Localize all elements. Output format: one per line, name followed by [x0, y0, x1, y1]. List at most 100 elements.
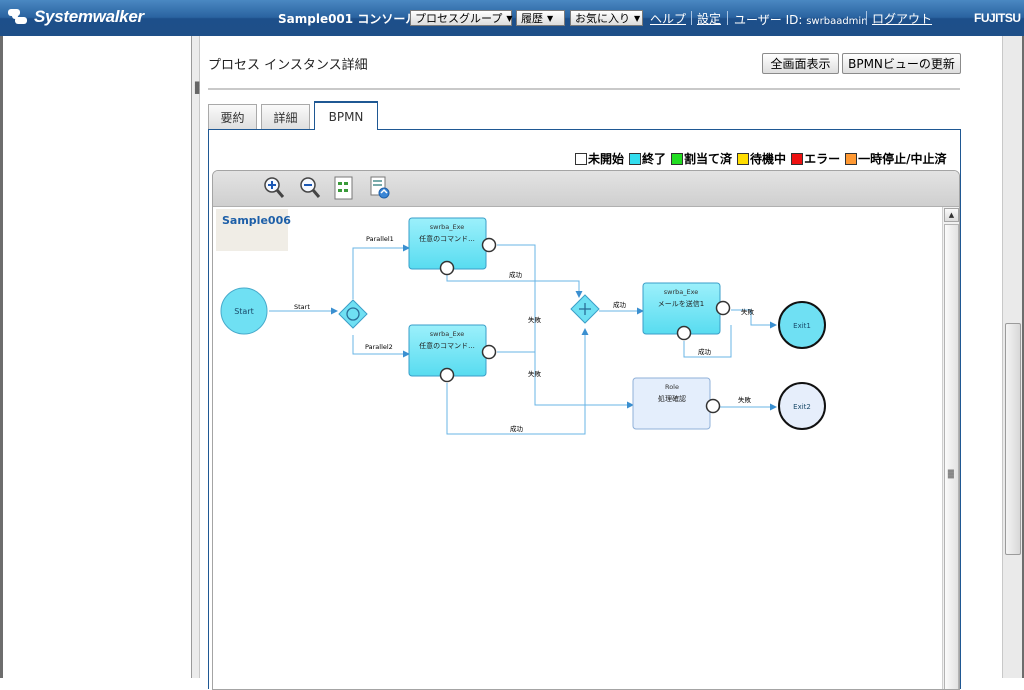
edge-label-parallel1: Parallel1	[366, 235, 394, 243]
settings-link[interactable]: 設定	[697, 12, 722, 26]
task-role: swrba_Exe	[430, 223, 465, 231]
legend-label: 割当て済	[684, 152, 733, 166]
boundary-event-icon	[439, 367, 455, 383]
user-label: ユーザー ID: swrbaadmin	[734, 11, 868, 28]
task-role: swrba_Exe	[430, 330, 465, 338]
top-header-bar: Systemwalker Sample001 コンソール プロセスグループ ▼ …	[0, 0, 1024, 36]
task-node[interactable]: swrba_Exe 任意のコマンド...	[408, 324, 497, 383]
join-gateway[interactable]	[570, 294, 600, 324]
help-link[interactable]: ヘルプ	[650, 12, 687, 26]
chevron-down-icon: ▼	[547, 13, 554, 23]
legend-swatch	[791, 152, 804, 165]
boundary-event-icon	[676, 325, 692, 341]
refresh-bpmn-button[interactable]: BPMNビューの更新	[842, 53, 961, 74]
legend-swatch	[737, 152, 750, 165]
diagram-scrollbar[interactable]: ▲ ▬▬▬	[942, 207, 959, 689]
tab-summary[interactable]: 要約	[208, 104, 257, 130]
flow-task1-success	[446, 272, 583, 298]
user-label-prefix: ユーザー ID:	[734, 13, 807, 27]
favorites-menu[interactable]: お気に入り ▼	[570, 10, 643, 26]
systemwalker-logo: Systemwalker	[8, 6, 144, 28]
process-group-menu[interactable]: プロセスグループ ▼	[410, 10, 513, 26]
edge-label-failure: 失敗	[528, 369, 542, 378]
edge-label-success: 成功	[510, 424, 524, 433]
legend-swatch	[845, 152, 858, 165]
zoom-in-icon[interactable]	[263, 176, 285, 200]
legend-label: 終了	[642, 152, 667, 166]
status-legend: 未開始 終了 割当て済 待機中 エラー 一時停止/中止済	[575, 150, 946, 167]
start-event-label: Start	[234, 307, 254, 316]
flow-task2-success	[446, 328, 589, 435]
task-name: 任意のコマンド...	[419, 341, 475, 350]
main-content: プロセス インスタンス詳細 全画面表示 BPMNビューの更新 要約 詳細 BPM…	[200, 36, 1002, 690]
end-event-exit1[interactable]: Exit1	[778, 301, 826, 349]
task-name: メールを送信1	[658, 299, 704, 308]
fujitsu-logo: FUJITSU	[974, 11, 1021, 25]
tab-bpmn[interactable]: BPMN	[314, 101, 378, 130]
flow-parallel1	[352, 244, 410, 299]
legend-label: 待機中	[750, 152, 787, 166]
legend-item: 一時停止/中止済	[845, 150, 946, 167]
scroll-up-icon[interactable]: ▲	[944, 208, 959, 222]
flow-task1-failure	[497, 244, 634, 409]
process-name: Sample006	[216, 209, 291, 251]
divider	[208, 88, 960, 90]
legend-label: 一時停止/中止済	[858, 152, 947, 166]
legend-item: 終了	[629, 150, 666, 167]
legend-label: 未開始	[588, 152, 625, 166]
flow-task3-success	[683, 325, 732, 358]
fullscreen-button[interactable]: 全画面表示	[762, 53, 839, 74]
end-event-label: Exit2	[793, 403, 811, 411]
tab-details[interactable]: 詳細	[261, 104, 310, 130]
boundary-event-icon	[481, 344, 497, 360]
navigation-pane	[0, 36, 192, 678]
bpmn-tab-panel: 未開始 終了 割当て済 待機中 エラー 一時停止/中止済 Sample006	[208, 129, 961, 690]
scrollbar-thumb[interactable]	[1005, 323, 1021, 555]
page-scrollbar[interactable]	[1002, 36, 1024, 678]
logout-link[interactable]: ログアウト	[872, 12, 933, 26]
legend-item: エラー	[791, 150, 840, 167]
export-icon[interactable]	[369, 176, 391, 200]
task-node[interactable]: swrba_Exe メールを送信1	[642, 282, 731, 341]
end-event-label: Exit1	[793, 322, 811, 330]
history-menu[interactable]: 履歴 ▼	[516, 10, 565, 26]
legend-item: 待機中	[737, 150, 786, 167]
page-title: プロセス インスタンス詳細	[208, 58, 368, 73]
chevron-down-icon: ▼	[506, 13, 513, 23]
edge-label-failure: 失敗	[738, 395, 752, 404]
chevron-down-icon: ▼	[634, 13, 641, 23]
legend-swatch	[671, 152, 684, 165]
legend-item: 未開始	[575, 150, 624, 167]
boundary-event-icon	[439, 260, 455, 276]
process-group-menu-label: プロセスグループ	[415, 12, 503, 25]
task-name: 処理確認	[658, 394, 686, 403]
start-event[interactable]: Start	[220, 287, 268, 335]
edge-label-failure: 失敗	[528, 315, 542, 324]
edge-label-parallel2: Parallel2	[365, 343, 393, 351]
flow-task3-failure	[731, 309, 777, 329]
boundary-event-icon	[481, 237, 497, 253]
separator	[691, 11, 692, 25]
bpmn-toolbar	[213, 171, 959, 207]
legend-swatch	[629, 152, 642, 165]
scroll-grip-icon: ▬▬▬	[947, 466, 955, 481]
task-role: swrba_Exe	[664, 288, 699, 296]
legend-label: エラー	[804, 152, 841, 166]
bpmn-view: Sample006	[212, 170, 960, 690]
favorites-menu-label: お気に入り	[575, 12, 630, 25]
separator	[727, 11, 728, 25]
task-node[interactable]: swrba_Exe 任意のコマンド...	[408, 217, 497, 276]
split-gateway[interactable]	[338, 299, 368, 329]
scrollbar-thumb[interactable]	[944, 224, 959, 689]
legend-item: 割当て済	[671, 150, 732, 167]
edge-label-success: 成功	[613, 300, 627, 309]
zoom-out-icon[interactable]	[299, 176, 321, 200]
bpmn-canvas[interactable]: Sample006	[213, 207, 942, 689]
logo-mark-icon	[8, 7, 30, 27]
task-node[interactable]: Role 処理確認	[632, 377, 721, 430]
pane-splitter[interactable]: ▪▪▪	[192, 36, 200, 678]
fit-page-icon[interactable]	[333, 176, 355, 200]
edge-label-success: 成功	[698, 347, 712, 356]
end-event-exit2[interactable]: Exit2	[778, 382, 826, 430]
edge-label-failure: 失敗	[741, 307, 755, 316]
